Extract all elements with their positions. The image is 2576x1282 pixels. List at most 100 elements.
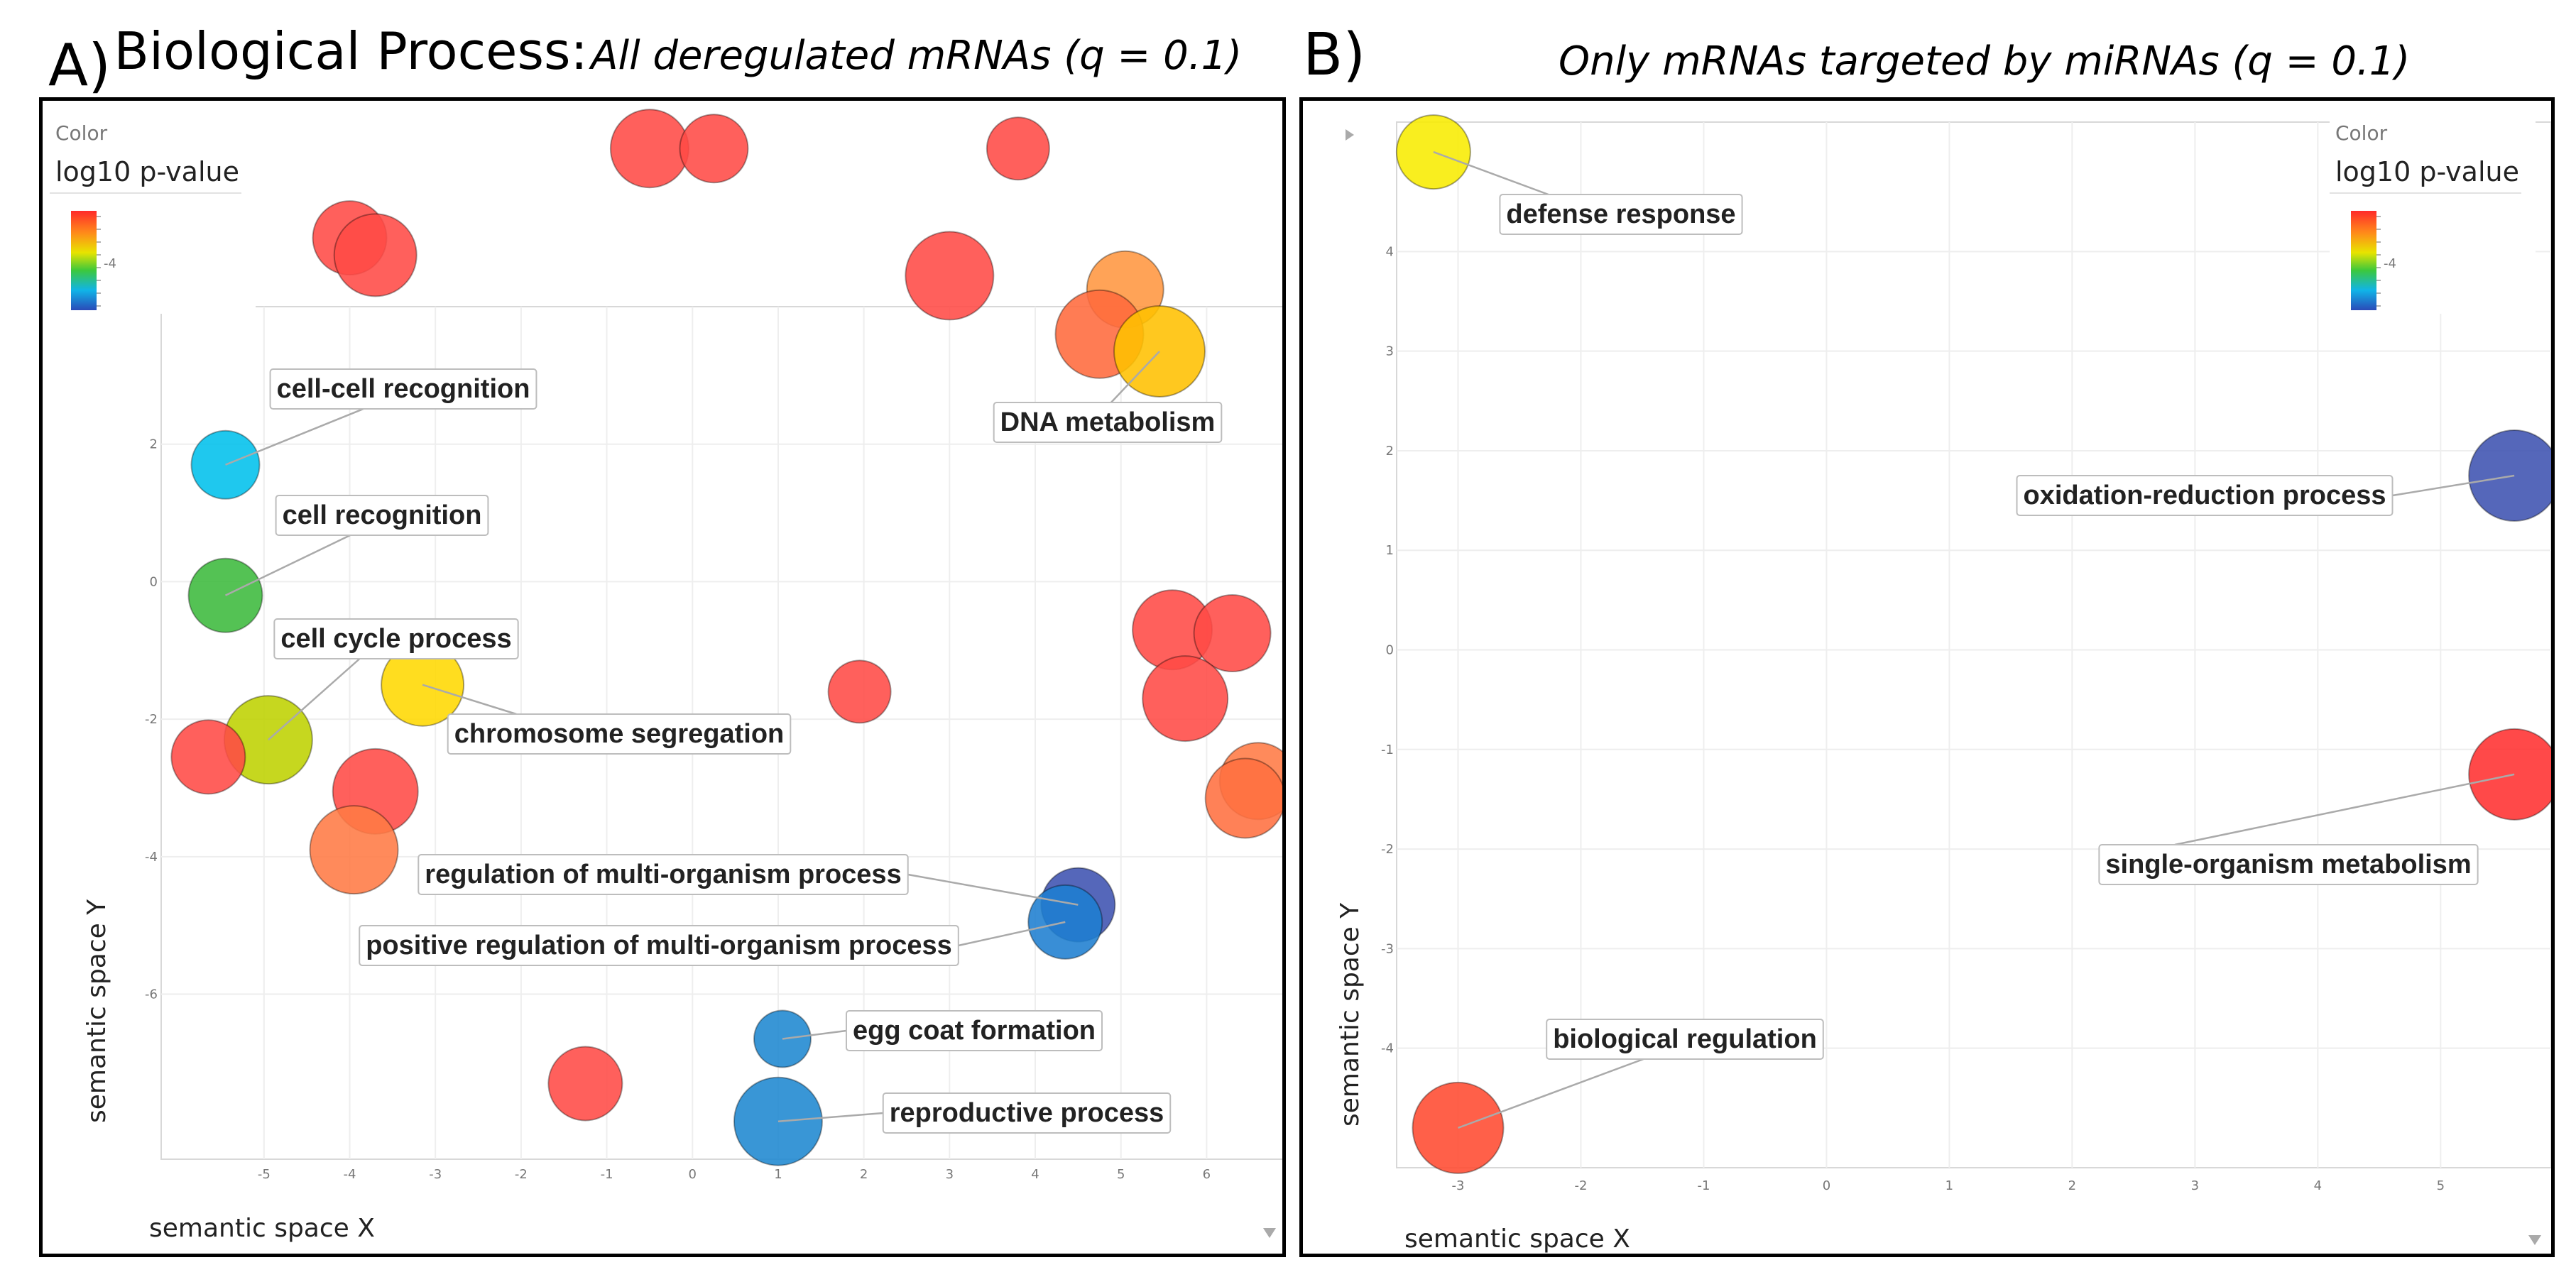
- term-bubble: [333, 213, 417, 297]
- y-tick-label: -2: [1381, 842, 1394, 857]
- x-tick-label: -4: [344, 1167, 356, 1182]
- legend-color-bar: [2351, 211, 2376, 310]
- y-tick-label: -4: [145, 850, 158, 865]
- term-label-box: [993, 402, 1223, 443]
- term-leader-line: [225, 407, 364, 466]
- term-label: biological regulation: [1458, 1019, 1824, 1129]
- legend-label: Color: [55, 121, 108, 145]
- term-label-box: [417, 854, 909, 895]
- y-tick-label: 4: [1386, 244, 1394, 259]
- x-tick-label: -3: [1452, 1178, 1465, 1193]
- y-axis-title: semantic space Y: [82, 899, 111, 1123]
- term-label-text: single-organism metabolism: [2105, 850, 2471, 880]
- term-label-box: [359, 925, 959, 966]
- term-bubble: [905, 231, 995, 321]
- y-tick-label: 2: [1386, 444, 1394, 459]
- term-label-text: biological regulation: [1553, 1024, 1817, 1054]
- term-leader-line: [1458, 1058, 1644, 1129]
- term-bubble: [827, 659, 892, 724]
- x-tick-label: -2: [515, 1167, 528, 1182]
- panel-a-title: Biological Process:: [114, 21, 588, 81]
- term-label: single-organism metabolism: [2098, 773, 2515, 885]
- panel-a-heading: A) Biological Process: All deregulated m…: [48, 21, 1242, 114]
- term-label: reproductive process: [777, 1092, 1172, 1134]
- legend-label: Color: [2335, 121, 2388, 145]
- term-label-box: [2098, 844, 2479, 885]
- term-label: chromosome segregation: [422, 684, 792, 755]
- y-tick-label: -1: [1381, 743, 1394, 757]
- x-tick-label: 3: [946, 1167, 954, 1182]
- term-leader-line: [782, 1029, 847, 1040]
- x-tick-label: -5: [258, 1167, 271, 1182]
- term-bubble: [1204, 757, 1282, 839]
- x-tick-label: 5: [1117, 1167, 1125, 1182]
- y-tick-label: 3: [1386, 344, 1394, 359]
- term-label-box: [447, 713, 792, 755]
- expand-icon: [1346, 129, 1354, 141]
- term-leader-line: [268, 658, 361, 741]
- term-label-box: [269, 368, 537, 410]
- y-tick-label: -6: [145, 987, 158, 1002]
- term-label-box: [845, 1010, 1103, 1051]
- x-tick-label: 3: [2191, 1178, 2199, 1193]
- term-label: defense response: [1433, 150, 1743, 235]
- x-tick-label: 4: [1031, 1167, 1039, 1182]
- term-leader-line: [958, 921, 1066, 947]
- term-bubble: [1142, 655, 1229, 743]
- x-tick-label: -1: [601, 1167, 613, 1182]
- term-leader-line: [1433, 150, 1549, 196]
- x-tick-label: 4: [2314, 1178, 2322, 1193]
- term-bubble: [1395, 114, 1471, 190]
- panel-a-letter: A): [48, 32, 111, 100]
- y-tick-label: 0: [1386, 643, 1394, 658]
- term-label-text: regulation of multi-organism process: [425, 860, 901, 889]
- term-bubble: [170, 719, 246, 795]
- term-label-box: [1499, 194, 1743, 235]
- term-label-text: DNA metabolism: [1000, 407, 1216, 437]
- y-tick-label: -2: [145, 712, 158, 727]
- x-tick-label: -3: [429, 1167, 442, 1182]
- x-tick-label: -1: [1697, 1178, 1710, 1193]
- term-leader-line: [777, 1112, 883, 1122]
- term-label-text: cell-cell recognition: [277, 374, 530, 404]
- x-tick-label: 5: [2437, 1178, 2445, 1193]
- y-tick-label: 2: [150, 437, 158, 452]
- y-tick-label: 0: [150, 574, 158, 589]
- term-label: regulation of multi-organism process: [417, 854, 1079, 906]
- term-leader-line: [2174, 773, 2515, 846]
- x-tick-label: 1: [1945, 1178, 1953, 1193]
- panel-b-letter: B): [1303, 21, 1366, 89]
- term-label-box: [273, 618, 519, 659]
- legend-tick-label: -4: [2384, 256, 2396, 271]
- term-bubble: [547, 1046, 623, 1122]
- term-label-text: chromosome segregation: [454, 719, 785, 749]
- axis-dropdown-icon: [1263, 1228, 1276, 1238]
- term-label-text: reproductive process: [890, 1098, 1164, 1128]
- term-label: DNA metabolism: [993, 351, 1223, 443]
- y-axis-title: semantic space Y: [1336, 902, 1365, 1127]
- y-tick-label: 1: [1386, 543, 1394, 558]
- term-bubble: [679, 114, 749, 184]
- term-leader-line: [907, 873, 1079, 906]
- panel-b-heading: B) Only mRNAs targeted by miRNAs (q = 0.…: [1303, 21, 2410, 114]
- term-bubble: [309, 805, 399, 895]
- panel-b-subtitle: Only mRNAs targeted by miRNAs (q = 0.1): [1559, 38, 2411, 84]
- term-label-box: [275, 495, 489, 536]
- term-label: cell-cell recognition: [225, 368, 537, 466]
- term-label-text: defense response: [1506, 199, 1735, 229]
- y-tick-label: -3: [1381, 941, 1394, 956]
- x-tick-label: 2: [860, 1167, 868, 1182]
- term-label-box: [1546, 1019, 1824, 1060]
- x-tick-label: 2: [2068, 1178, 2076, 1193]
- axis-dropdown-icon: [2528, 1235, 2541, 1245]
- term-label: egg coat formation: [782, 1010, 1103, 1051]
- term-label-text: egg coat formation: [853, 1016, 1096, 1046]
- y-tick-label: -4: [1381, 1041, 1394, 1056]
- term-leader-line: [224, 534, 351, 596]
